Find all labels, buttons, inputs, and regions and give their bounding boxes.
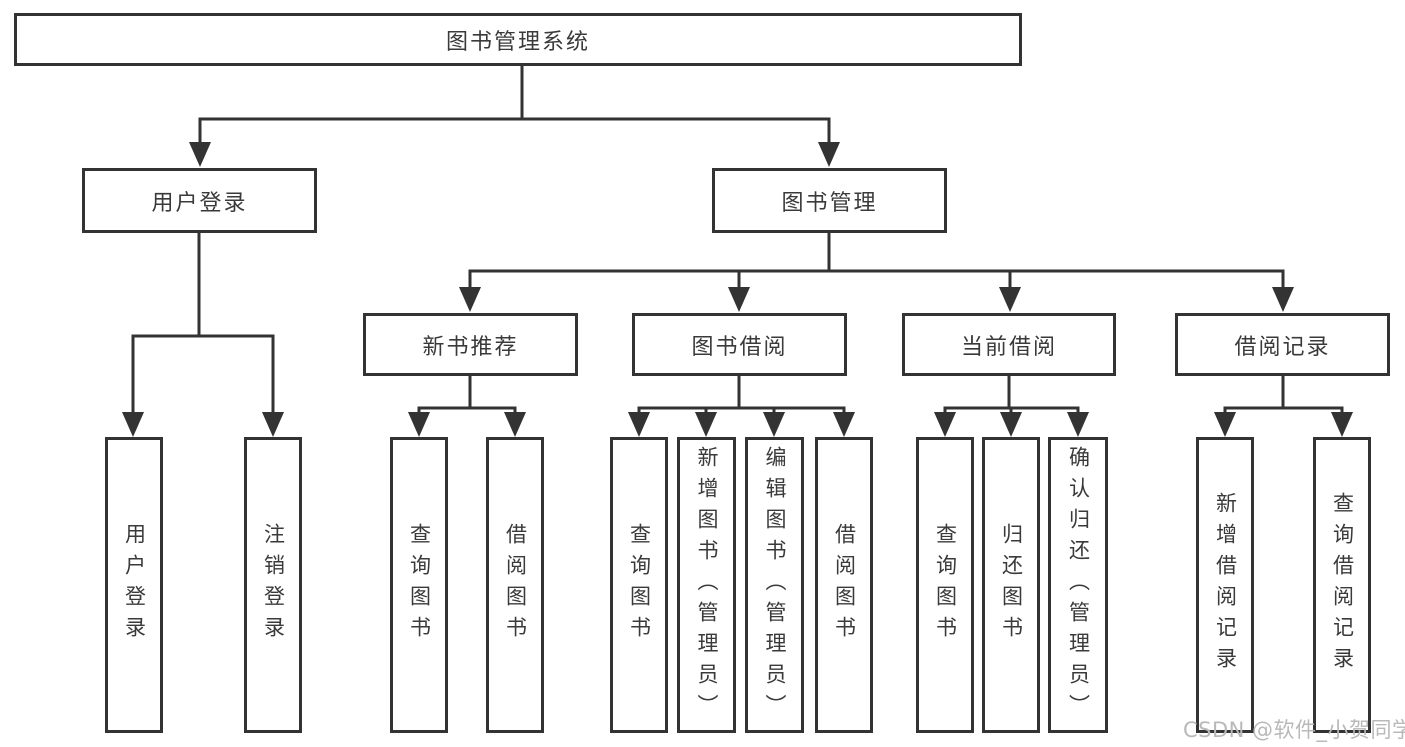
connector-new-books-rail bbox=[417, 406, 517, 413]
leaf-query-books-1: 查询图书 bbox=[390, 437, 448, 733]
node-book-borrow-label: 图书借阅 bbox=[691, 334, 788, 360]
arrowhead-leaf-confirm-return bbox=[1067, 412, 1089, 437]
arrowhead-leaf-logout bbox=[262, 412, 284, 437]
leaf-logout: 注销登录 bbox=[244, 437, 302, 733]
leaf-query-books-1-label: 查询图书 bbox=[407, 523, 432, 647]
arrowhead-user-login bbox=[189, 142, 211, 167]
node-root-system: 图书管理系统 bbox=[14, 13, 1022, 66]
arrowhead-leaf-add-record bbox=[1214, 412, 1236, 437]
node-book-mgmt-label: 图书管理 bbox=[781, 190, 878, 216]
leaf-query-books-3-label: 查询图书 bbox=[933, 523, 958, 647]
arrowhead-leaf-borrow-books-1 bbox=[504, 412, 526, 437]
leaf-confirm-return-admin-label: 确认归还（管理员） bbox=[1066, 445, 1091, 725]
leaf-edit-books-admin: 编辑图书（管理员） bbox=[745, 437, 804, 733]
node-borrow-records-label: 借阅记录 bbox=[1234, 334, 1331, 360]
node-current-borrow-label: 当前借阅 bbox=[960, 334, 1057, 360]
arrowhead-leaf-borrow-books-2 bbox=[833, 412, 855, 437]
leaf-borrow-books-1: 借阅图书 bbox=[486, 437, 544, 733]
arrowhead-current-borrow bbox=[999, 287, 1021, 312]
arrowhead-borrow-records bbox=[1272, 287, 1294, 312]
node-new-books-label: 新书推荐 bbox=[422, 334, 519, 360]
connector-root-rail bbox=[198, 117, 831, 144]
leaf-query-borrow-record-label: 查询借阅记录 bbox=[1330, 492, 1355, 678]
leaf-borrow-books-1-label: 借阅图书 bbox=[503, 523, 528, 647]
node-book-borrow: 图书借阅 bbox=[632, 313, 847, 376]
leaf-user-login-label: 用户登录 bbox=[122, 523, 147, 647]
node-new-books: 新书推荐 bbox=[363, 313, 578, 376]
leaf-add-borrow-record-label: 新增借阅记录 bbox=[1213, 492, 1238, 678]
leaf-query-books-2: 查询图书 bbox=[610, 437, 668, 733]
leaf-logout-label: 注销登录 bbox=[261, 523, 286, 647]
connector-user-login-rail bbox=[131, 334, 275, 413]
arrowhead-book-mgmt bbox=[818, 142, 840, 167]
node-borrow-records: 借阅记录 bbox=[1175, 313, 1390, 376]
leaf-add-books-admin-label: 新增图书（管理员） bbox=[695, 445, 719, 725]
arrowhead-leaf-user-login bbox=[122, 412, 144, 437]
node-book-mgmt: 图书管理 bbox=[712, 168, 947, 233]
node-user-login-label: 用户登录 bbox=[151, 190, 248, 216]
leaf-return-books: 归还图书 bbox=[982, 437, 1040, 733]
arrowhead-book-borrow bbox=[728, 287, 750, 312]
connector-borrow-records-rail bbox=[1223, 406, 1344, 413]
arrowhead-leaf-add-books bbox=[695, 412, 717, 437]
csdn-watermark: CSDN @软件_小贺同学 bbox=[1183, 718, 1405, 742]
arrowhead-new-books bbox=[459, 287, 481, 312]
arrowhead-leaf-query-books-2 bbox=[628, 412, 650, 437]
leaf-return-books-label: 归还图书 bbox=[999, 523, 1024, 647]
leaf-edit-books-admin-label: 编辑图书（管理员） bbox=[763, 445, 787, 725]
node-current-borrow: 当前借阅 bbox=[902, 313, 1116, 376]
leaf-query-books-3: 查询图书 bbox=[916, 437, 974, 733]
connector-book-mgmt-rail bbox=[468, 269, 1285, 289]
arrowhead-leaf-query-books-1 bbox=[408, 412, 430, 437]
arrowhead-leaf-query-books-3 bbox=[934, 412, 956, 437]
leaf-add-borrow-record: 新增借阅记录 bbox=[1196, 437, 1254, 733]
node-root-system-label: 图书管理系统 bbox=[445, 29, 590, 55]
leaf-borrow-books-2: 借阅图书 bbox=[815, 437, 873, 733]
connector-current-borrow-rail bbox=[943, 406, 1080, 413]
leaf-add-books-admin: 新增图书（管理员） bbox=[677, 437, 736, 733]
leaf-user-login: 用户登录 bbox=[105, 437, 163, 733]
arrowhead-leaf-return-books bbox=[1000, 412, 1022, 437]
leaf-query-books-2-label: 查询图书 bbox=[627, 523, 652, 647]
arrowhead-leaf-edit-books bbox=[763, 412, 785, 437]
arrowhead-leaf-query-record bbox=[1331, 412, 1353, 437]
leaf-borrow-books-2-label: 借阅图书 bbox=[832, 523, 857, 647]
leaf-confirm-return-admin: 确认归还（管理员） bbox=[1048, 437, 1108, 733]
leaf-query-borrow-record: 查询借阅记录 bbox=[1313, 437, 1371, 733]
connector-book-borrow-rail bbox=[637, 406, 846, 413]
node-user-login: 用户登录 bbox=[82, 168, 317, 233]
